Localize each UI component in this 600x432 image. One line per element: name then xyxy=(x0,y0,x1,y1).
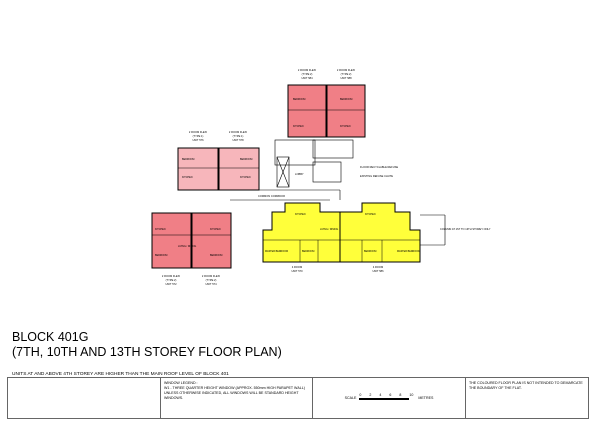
unit-number-label: UNIT 574 xyxy=(205,282,217,286)
refuse-label: FLOOR RECYCLABLE REFUSE xyxy=(360,165,398,169)
unit-576 xyxy=(177,147,219,191)
room-label: KITCHEN xyxy=(365,213,376,216)
window-legend-cell: WINDOW LEGEND : W1 - THREE QUARTER HEIGH… xyxy=(161,378,313,418)
unit-number-label: UNIT 576 xyxy=(192,138,204,142)
unit-subtype-label: (TYPE 1) xyxy=(193,134,204,138)
refuse-chute-label: EXISTING REFUSE CHUTE xyxy=(360,174,393,178)
room-label: KITCHEN xyxy=(240,176,251,179)
unit-type-label: 2 ROOM FLEXI xyxy=(298,68,316,72)
disclaimer: THE COLOURED FLOOR PLAN IS NOT INTENDED … xyxy=(469,381,583,390)
block-title: BLOCK 401G xyxy=(12,330,89,344)
unit-572 xyxy=(151,212,192,269)
scale-tick: 6 xyxy=(389,393,400,400)
room-label: BEDROOM xyxy=(364,250,376,253)
unit-type-label: 2 ROOM FLEXI xyxy=(189,130,207,134)
unit-type-label: 2 ROOM FLEXI xyxy=(337,68,355,72)
unit-number-label: UNIT 572 xyxy=(165,282,177,286)
unit-584 xyxy=(287,84,327,138)
unit-number-label: UNIT 570 xyxy=(291,269,303,273)
unit-number-label: UNIT 578 xyxy=(232,138,244,142)
unit-type-label: 2 ROOM FLEXI xyxy=(162,274,180,278)
scale-cell: SCALE 0 2 4 6 8 10 METRES xyxy=(313,378,466,418)
scale-tick: 4 xyxy=(379,393,390,400)
corridor-label: COMMON CORRIDOR xyxy=(258,194,285,198)
lift-shaft xyxy=(276,156,290,188)
blank-cell xyxy=(8,378,161,418)
room-label: MASTER BEDROOM xyxy=(397,250,420,253)
scale-bar: 0 2 4 6 8 10 xyxy=(359,393,415,400)
storey-title: (7TH, 10TH AND 13TH STOREY FLOOR PLAN) xyxy=(12,345,282,359)
room-label: LIVING / DINING xyxy=(320,228,338,231)
unit-586 xyxy=(339,202,421,263)
page-title: BLOCK 401G (7TH, 10TH AND 13TH STOREY FL… xyxy=(12,330,282,360)
unit-578 xyxy=(218,147,260,191)
unit-number-label: UNIT 584 xyxy=(301,76,313,80)
unit-subtype-label: (TYPE 1) xyxy=(233,134,244,138)
unit-number-label: UNIT 586 xyxy=(372,269,384,273)
legend-heading: WINDOW LEGEND : xyxy=(164,381,198,385)
room-label: BEDROOM xyxy=(293,98,305,101)
unit-574 xyxy=(191,212,232,269)
unit-type-label: 2 ROOM FLEXI xyxy=(229,130,247,134)
room-label: BEDROOM xyxy=(182,158,194,161)
scale-unit: METRES xyxy=(418,395,434,400)
legend-table: WINDOW LEGEND : W1 - THREE QUARTER HEIGH… xyxy=(7,377,589,419)
room-label: LIVING / DINING xyxy=(178,245,196,248)
staircase xyxy=(312,139,354,159)
unit-subtype-label: (TYPE 2) xyxy=(166,278,177,282)
unit-subtype-label: (TYPE 2) xyxy=(302,72,313,76)
refuse-room xyxy=(312,161,342,183)
room-label: KITCHEN xyxy=(182,176,193,179)
unit-type-label: 2 ROOM FLEXI xyxy=(202,274,220,278)
unit-type-label: 4 ROOM xyxy=(292,265,302,269)
legend-w1: W1 - THREE QUARTER HEIGHT WINDOW (APPROX… xyxy=(164,386,305,390)
room-label: KITCHEN xyxy=(210,228,221,231)
column-note: COLUMN AT 1ST TO 13TH STOREY ONLY xyxy=(440,227,491,231)
room-label: KITCHEN xyxy=(340,125,351,128)
roof-level-note: UNITS AT AND ABOVE 4TH STOREY ARE HIGHER… xyxy=(12,372,229,377)
room-label: KITCHEN xyxy=(295,213,306,216)
room-label: BEDROOM xyxy=(155,254,167,257)
legend-note: UNLESS OTHERWISE INDICATED, ALL WINDOWS … xyxy=(164,391,299,400)
unit-588 xyxy=(326,84,366,138)
room-label: BEDROOM xyxy=(302,250,314,253)
room-label: MASTER BEDROOM xyxy=(265,250,288,253)
unit-type-label: 4 ROOM xyxy=(373,265,383,269)
unit-subtype-label: (TYPE 2) xyxy=(341,72,352,76)
scale-tick: 2 xyxy=(369,393,380,400)
room-label: KITCHEN xyxy=(293,125,304,128)
scale-tick: 10 xyxy=(409,392,414,397)
room-label: BEDROOM xyxy=(340,98,352,101)
unit-subtype-label: (TYPE 2) xyxy=(206,278,217,282)
lift-lobby xyxy=(274,139,316,166)
scale-tick: 0 xyxy=(359,393,370,400)
room-label: BEDROOM xyxy=(240,158,252,161)
unit-570 xyxy=(262,202,341,263)
unit-number-label: UNIT 588 xyxy=(340,76,352,80)
room-label: KITCHEN xyxy=(155,228,166,231)
lobby-label: LOBBY xyxy=(295,172,304,176)
scale-label: SCALE xyxy=(344,395,357,400)
scale-tick: 8 xyxy=(399,393,410,400)
room-label: BEDROOM xyxy=(210,254,222,257)
